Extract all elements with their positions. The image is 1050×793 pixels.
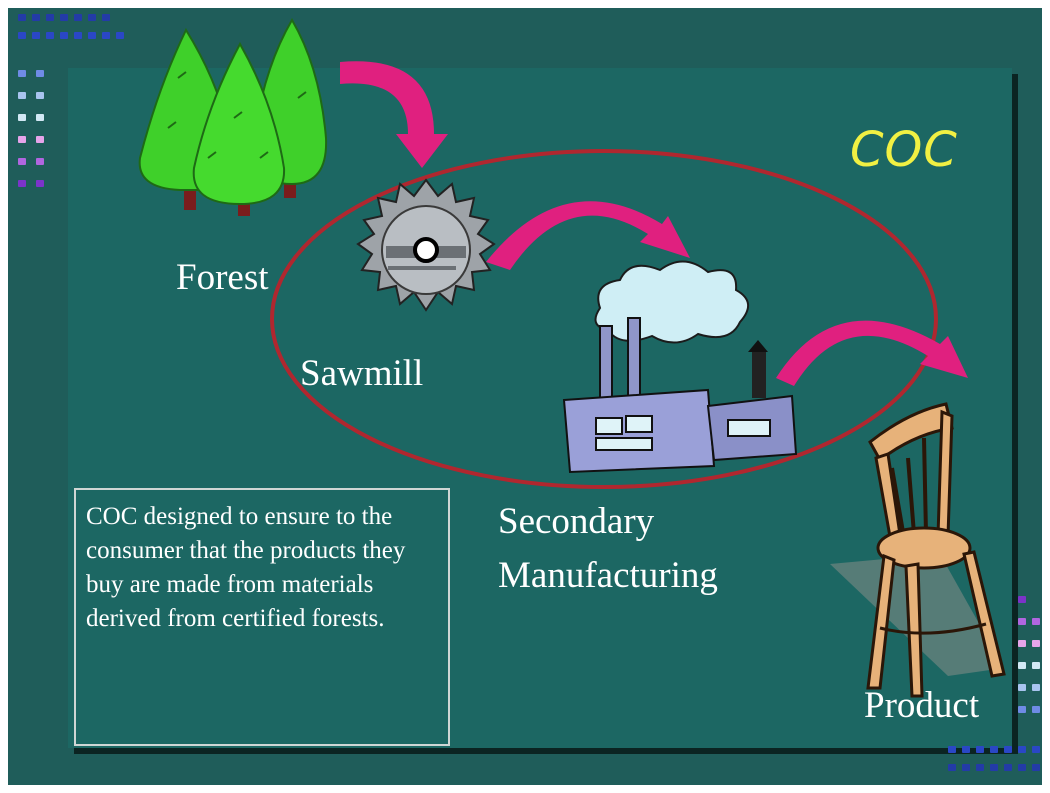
tree-icon — [138, 18, 328, 216]
secondary-manufacturing-label-line2: Manufacturing — [498, 555, 718, 596]
bottom-right-dots-decoration — [908, 588, 1042, 785]
top-strip — [0, 0, 1050, 8]
coc-ellipse — [270, 149, 938, 489]
coc-description-box: COC designed to ensure to the consumer t… — [74, 488, 450, 746]
sawmill-label: Sawmill — [300, 353, 424, 394]
saw-blade-icon — [356, 178, 496, 312]
secondary-manufacturing-label-line1: Secondary — [498, 501, 655, 542]
diagram-graphics — [138, 18, 1006, 698]
slide: COC Forest Sawmill Secondary Manufacturi… — [8, 8, 1042, 785]
forest-label: Forest — [176, 257, 269, 298]
curved-arrow-icon — [776, 320, 968, 386]
curved-arrow-icon — [486, 201, 690, 270]
chair-icon — [866, 402, 1006, 698]
coc-title: COC — [850, 122, 958, 178]
coc-description-text: COC designed to ensure to the consumer t… — [86, 503, 406, 632]
product-label: Product — [864, 685, 980, 726]
curved-arrow-icon — [340, 61, 448, 168]
factory-icon — [562, 260, 798, 474]
top-left-dots-decoration — [16, 8, 166, 208]
